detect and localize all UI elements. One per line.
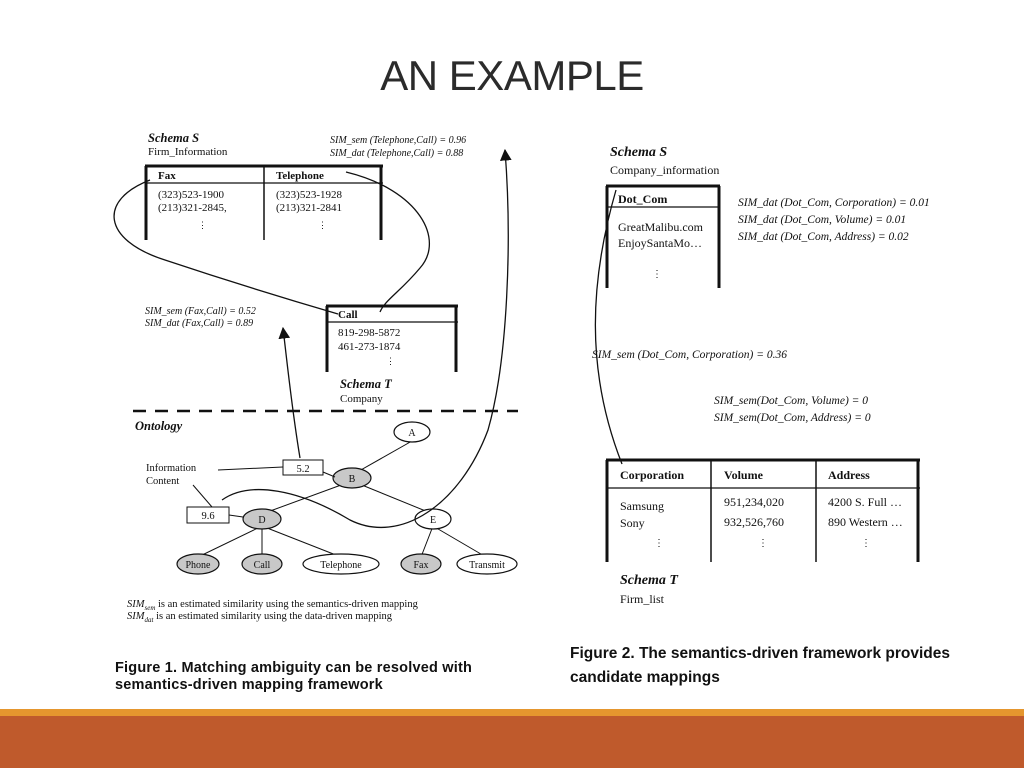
f2-schema-t-table [605, 458, 920, 562]
f1-info-label-1: Information [146, 463, 197, 474]
f2-dotcom-ellipsis: ⋮ [652, 269, 662, 280]
figure1: Schema S Firm_Information Fax Telephone … [113, 131, 518, 624]
f1-info-label-2: Content [146, 476, 179, 487]
f1-note-dat: SIMdat is an estimated similarity using … [127, 611, 393, 624]
node-fax: Fax [400, 553, 442, 575]
f2-col-dotcom: Dot_Com [618, 192, 667, 206]
f1-arrow-telephone [221, 148, 512, 529]
f1-schema-t-name: Company [340, 393, 383, 405]
f2-corp-row-1: Samsung [620, 499, 664, 513]
f1-ontology-label: Ontology [135, 419, 183, 433]
f2-col-address: Address [828, 468, 870, 482]
node-call: Call [241, 553, 283, 575]
f1-ic-value-b: 5.2 [296, 464, 309, 475]
figure2: Schema S Company_information Dot_Com Gre… [592, 145, 930, 606]
f2-vol-ellipsis: ⋮ [758, 538, 768, 549]
f1-ic-box-b [282, 459, 324, 476]
f2-schema-s-name: Company_information [610, 163, 719, 177]
f1-tel-row-2: (213)321-2841 [276, 202, 342, 214]
f2-col-volume: Volume [724, 468, 764, 482]
node-e: E [414, 508, 452, 530]
f1-sim-fax-sem: SIM_sem (Fax,Call) = 0.52 [145, 306, 256, 317]
svg-text:Call: Call [254, 560, 271, 571]
f2-schema-t-label: Schema T [620, 573, 679, 588]
footer-accent-bar [0, 716, 1024, 768]
f2-dotcom-row-1: GreatMalibu.com [618, 220, 704, 234]
f2-addr-ellipsis: ⋮ [861, 538, 871, 549]
f1-fax-ellipsis: ⋮ [198, 220, 207, 230]
f1-schema-s-table [144, 164, 383, 240]
figure1-caption: Figure 1. Matching ambiguity can be reso… [115, 660, 473, 693]
node-telephone: Telephone [302, 553, 380, 575]
node-transmit: Transmit [456, 553, 518, 575]
f2-corp-ellipsis: ⋮ [654, 538, 664, 549]
f1-sim-tel-sem: SIM_sem (Telephone,Call) = 0.96 [330, 135, 466, 146]
f1-ic-value-d: 9.6 [201, 511, 214, 522]
svg-text:Telephone: Telephone [320, 560, 362, 571]
slide-title: AN EXAMPLE [380, 52, 644, 99]
svg-text:B: B [349, 474, 356, 485]
svg-text:Fax: Fax [414, 560, 429, 571]
f1-fax-row-2: (213)321-2845, [158, 202, 227, 214]
f1-note-sem: SIMsem is an estimated similarity using … [127, 599, 419, 612]
f2-sim-dat-address: SIM_dat (Dot_Com, Address) = 0.02 [738, 231, 909, 243]
f2-sim-sem-corp: SIM_sem (Dot_Com, Corporation) = 0.36 [592, 349, 787, 361]
f1-schema-t-label: Schema T [340, 377, 393, 391]
f1-schema-s-label: Schema S [148, 131, 199, 145]
figure2-caption: Figure 2. The semantics-driven framework… [570, 645, 950, 686]
f2-col-corporation: Corporation [620, 468, 684, 482]
footer-accent-thin [0, 709, 1024, 716]
f2-sim-dat-volume: SIM_dat (Dot_Com, Volume) = 0.01 [738, 214, 906, 226]
svg-text:Transmit: Transmit [469, 560, 505, 571]
svg-text:A: A [408, 428, 416, 439]
f1-curve-fax-call [113, 179, 339, 315]
f1-ontology-nodes: A B D E Phone Call [176, 421, 518, 575]
f2-addr-row-2: 890 Western … [828, 515, 903, 529]
f2-dotcom-row-2: EnjoySantaMo… [618, 236, 702, 250]
f1-col-call: Call [338, 309, 358, 321]
f2-curve-dotcom-corporation [594, 189, 623, 465]
f2-schema-t-name: Firm_list [620, 592, 665, 606]
f2-sim-sem-address: SIM_sem(Dot_Com, Address) = 0 [714, 412, 871, 424]
f1-call-ellipsis: ⋮ [386, 356, 395, 366]
f2-vol-row-1: 951,234,020 [724, 495, 784, 509]
node-d: D [242, 508, 282, 530]
f2-corp-row-2: Sony [620, 516, 645, 530]
f2-addr-row-1: 4200 S. Full … [828, 495, 902, 509]
f2-sim-dat-corp: SIM_dat (Dot_Com, Corporation) = 0.01 [738, 197, 930, 209]
f2-sim-sem-volume: SIM_sem(Dot_Com, Volume) = 0 [714, 395, 868, 407]
f1-tel-ellipsis: ⋮ [318, 220, 327, 230]
svg-text:D: D [258, 515, 265, 526]
svg-text:E: E [430, 515, 436, 526]
f1-arrow-fax [278, 326, 301, 459]
f1-col-telephone: Telephone [276, 170, 324, 182]
f1-call-row-2: 461-273-1874 [338, 341, 401, 353]
f1-call-row-1: 819-298-5872 [338, 327, 400, 339]
f1-ontology-edges [197, 440, 487, 558]
svg-text:Phone: Phone [186, 560, 212, 571]
f1-fax-row-1: (323)523-1900 [158, 189, 224, 201]
f2-schema-s-table [605, 184, 721, 288]
f1-schema-t-table [325, 304, 458, 372]
node-phone: Phone [176, 553, 220, 575]
f2-schema-s-label: Schema S [610, 145, 667, 160]
f2-vol-row-2: 932,526,760 [724, 515, 784, 529]
f1-tel-row-1: (323)523-1928 [276, 189, 342, 201]
f1-sim-tel-dat: SIM_dat (Telephone,Call) = 0.88 [330, 148, 463, 159]
f1-schema-s-name: Firm_Information [148, 146, 228, 158]
f1-curve-telephone-call [345, 171, 430, 313]
node-b: B [332, 467, 372, 489]
f1-col-fax: Fax [158, 170, 176, 182]
f1-sim-fax-dat: SIM_dat (Fax,Call) = 0.89 [145, 318, 253, 329]
node-a: A [393, 421, 431, 443]
